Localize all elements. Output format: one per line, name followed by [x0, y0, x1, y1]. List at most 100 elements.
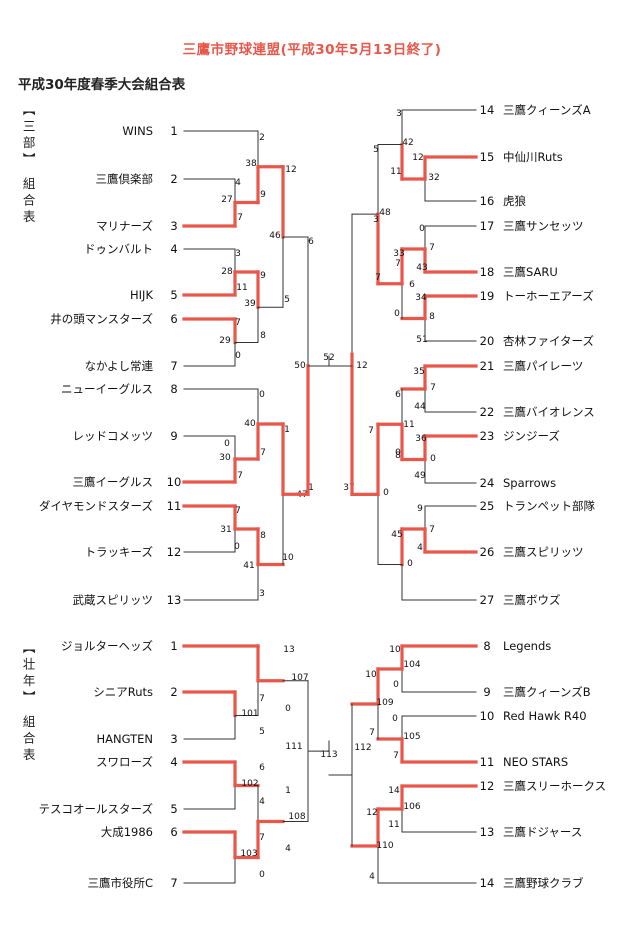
team-name: 三鷹市役所C — [87, 876, 153, 890]
division-label-2-bottom: 組 合 表 — [20, 714, 36, 761]
team-seed: 19 — [480, 289, 495, 303]
team-name: Sparrows — [503, 476, 556, 490]
team-name: 大成1986 — [101, 825, 153, 839]
score-label: 12 — [366, 808, 377, 818]
team-name: シニアRuts — [93, 685, 153, 699]
team-name: 中仙川Ruts — [503, 150, 563, 164]
team-name: HANGTEN — [96, 732, 153, 746]
score-label: 6 — [308, 237, 314, 247]
score-label: 110 — [376, 841, 393, 851]
team-name: 三鷹バイオレンス — [503, 405, 595, 419]
team-seed: 11 — [167, 499, 182, 513]
team-seed: 11 — [480, 755, 495, 769]
score-label: 0 — [430, 454, 436, 464]
score-label: 14 — [388, 786, 400, 796]
score-label: 28 — [221, 267, 233, 277]
team-name: ジョルターヘッズ — [61, 639, 153, 653]
score-label: 0 — [285, 704, 291, 714]
score-label: 3 — [259, 589, 265, 599]
team-seed: 15 — [480, 150, 495, 164]
score-label: 48 — [379, 208, 391, 218]
score-label: 4 — [369, 872, 375, 882]
team-name: ジンジーズ — [503, 429, 560, 443]
team-name: ニューイーグルス — [61, 382, 153, 396]
score-label: 7 — [260, 448, 266, 458]
score-label: 7 — [395, 259, 401, 269]
team-seed: 1 — [170, 639, 177, 653]
score-label: 7 — [235, 318, 241, 328]
score-label: 1 — [284, 425, 290, 435]
team-seed: 8 — [483, 639, 490, 653]
score-label: 7 — [259, 833, 265, 843]
team-seed: 3 — [170, 732, 177, 746]
score-label: 107 — [291, 673, 308, 683]
score-label: 11 — [388, 820, 399, 830]
team-seed: 9 — [170, 429, 177, 443]
team-name: トーホーエアーズ — [503, 289, 594, 303]
score-label: 8 — [395, 451, 401, 461]
score-label: 42 — [402, 138, 413, 148]
score-label: 5 — [259, 727, 265, 737]
score-label: 39 — [244, 299, 256, 309]
score-label: 34 — [415, 293, 427, 303]
score-label: 13 — [283, 645, 294, 655]
score-label: 29 — [219, 336, 231, 346]
score-label: 12 — [356, 361, 367, 371]
team-seed: 18 — [480, 265, 495, 279]
score-label: 10 — [365, 670, 377, 680]
score-label: 7 — [429, 525, 435, 535]
score-label: 32 — [428, 173, 439, 183]
score-label: 10 — [282, 553, 294, 563]
score-label: 11 — [390, 167, 401, 177]
score-label: 1 — [308, 483, 314, 493]
score-label: 6 — [395, 390, 401, 400]
score-label: 37 — [343, 483, 354, 493]
team-name: 虎狼 — [503, 194, 526, 208]
score-label: 7 — [429, 243, 435, 253]
score-label: 44 — [414, 402, 426, 412]
score-label: 3 — [396, 109, 402, 119]
score-label: 4 — [417, 543, 423, 553]
team-seed: 22 — [480, 405, 495, 419]
team-seed: 23 — [480, 429, 495, 443]
team-name: 三鷹イーグルス — [73, 475, 154, 489]
team-name: ドゥンバルト — [84, 242, 153, 256]
team-seed: 21 — [480, 359, 495, 373]
team-name: トラッキーズ — [85, 545, 153, 559]
team-seed: 12 — [167, 545, 182, 559]
team-seed: 17 — [480, 219, 495, 233]
team-name: トランペット部隊 — [503, 499, 595, 513]
team-name: 三鷹野球クラブ — [503, 876, 584, 890]
division-label-2-top: 【 壮 年 】 — [20, 641, 36, 703]
score-label: 0 — [235, 351, 241, 361]
team-name: レッドコメッツ — [73, 429, 154, 443]
score-label: 113 — [320, 750, 337, 760]
team-name: 三鷹倶楽部 — [96, 172, 154, 186]
team-seed: 27 — [480, 593, 495, 607]
score-label: 0 — [392, 714, 398, 724]
score-label: 36 — [415, 434, 427, 444]
team-name: なかよし常連 — [85, 359, 154, 373]
score-label: 7 — [430, 383, 436, 393]
score-label: 1 — [285, 786, 291, 796]
score-label: 40 — [244, 419, 256, 429]
score-label: 43 — [416, 263, 427, 273]
score-label: 7 — [368, 426, 374, 436]
score-label: 0 — [407, 559, 413, 569]
division-label-2: 【 壮 年 】 組 合 表 — [20, 641, 36, 760]
score-label: 6 — [259, 763, 265, 773]
score-label: 0 — [224, 439, 230, 449]
score-label: 12 — [412, 153, 423, 163]
score-label: 102 — [241, 779, 258, 789]
score-label: 5 — [284, 295, 290, 305]
team-seed: 4 — [170, 755, 177, 769]
team-name: NEO STARS — [503, 755, 568, 769]
score-label: 101 — [241, 709, 258, 719]
team-name: 井の頭マンスターズ — [50, 312, 153, 326]
team-seed: 10 — [167, 475, 182, 489]
score-label: 3 — [373, 215, 379, 225]
score-label: 45 — [391, 530, 402, 540]
team-seed: 9 — [483, 685, 490, 699]
team-name: Red Hawk R40 — [503, 709, 587, 723]
